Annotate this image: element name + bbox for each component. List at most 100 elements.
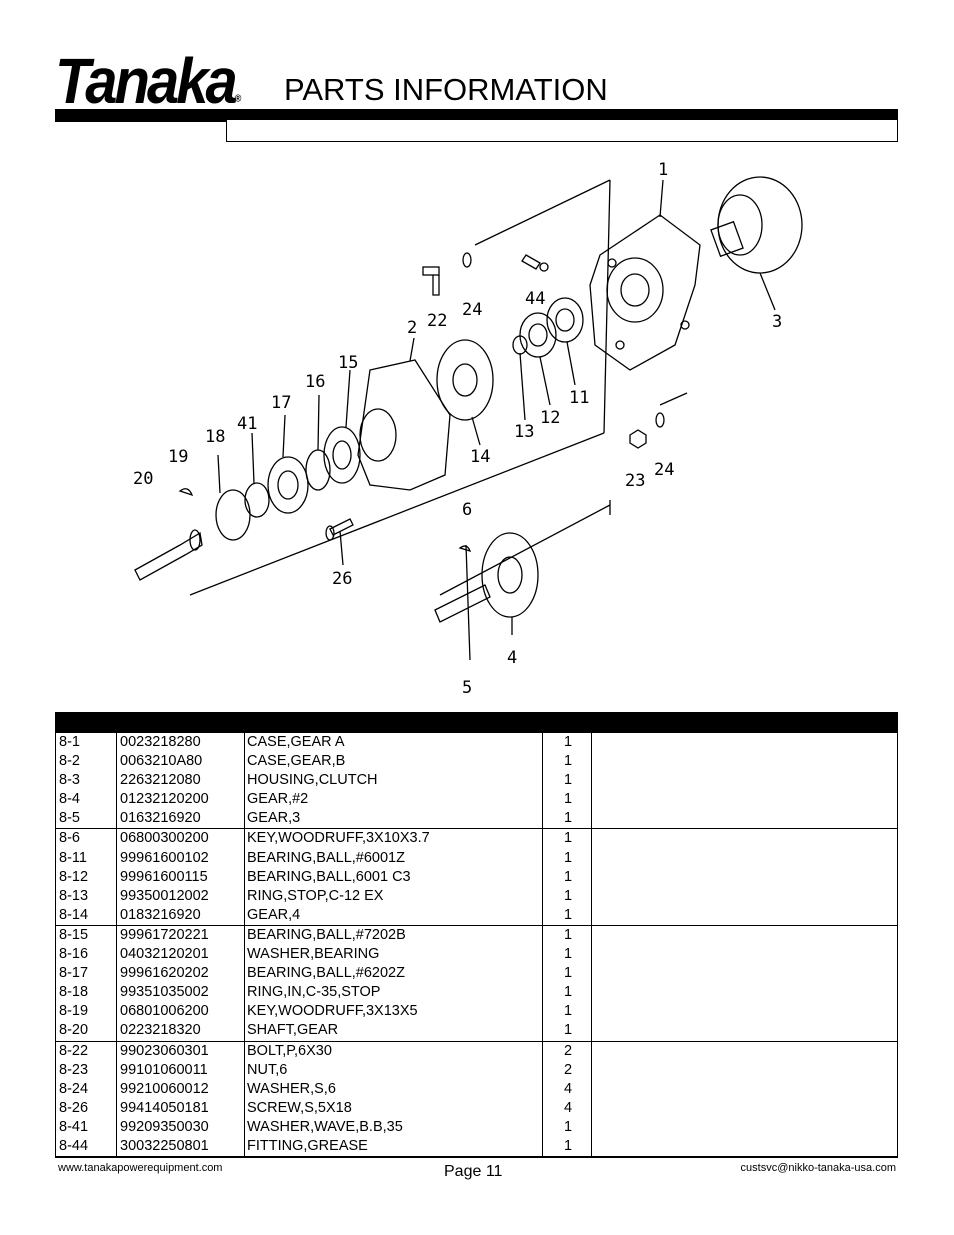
- table-row: 8-14 0183216920 GEAR,4 1: [56, 906, 897, 925]
- callout-18: 18: [205, 427, 225, 447]
- quantity-cell: 1: [564, 887, 573, 904]
- description-cell: WASHER,BEARING: [247, 946, 380, 963]
- ref-cell: 8-5: [59, 810, 80, 827]
- quantity-cell: 1: [564, 772, 573, 789]
- part-number-cell: 99023060301: [120, 1042, 209, 1059]
- page-number: Page 11: [444, 1163, 503, 1180]
- column-divider: [591, 733, 592, 1158]
- callout-24-bottom: 24: [654, 460, 674, 480]
- callout-2: 2: [407, 318, 417, 338]
- ref-cell: 8-17: [59, 965, 89, 982]
- quantity-cell: 1: [564, 906, 573, 923]
- callout-20: 20: [133, 469, 153, 489]
- ref-cell: 8-2: [59, 753, 80, 770]
- callout-16: 16: [305, 372, 325, 392]
- column-divider: [116, 733, 117, 1158]
- ref-cell: 8-14: [59, 906, 89, 923]
- part-number-cell: 99209350030: [120, 1118, 209, 1135]
- callout-3: 3: [772, 312, 782, 332]
- ref-cell: 8-18: [59, 984, 89, 1001]
- ref-cell: 8-26: [59, 1099, 89, 1116]
- ref-cell: 8-11: [59, 849, 87, 866]
- quantity-cell: 1: [564, 810, 573, 827]
- description-cell: GEAR,3: [247, 810, 301, 827]
- quantity-cell: 2: [564, 1042, 573, 1059]
- description-cell: RING,IN,C-35,STOP: [247, 984, 381, 1001]
- quantity-cell: 1: [564, 926, 573, 943]
- header-rule-tab: [55, 109, 227, 122]
- description-cell: CASE,GEAR A: [247, 734, 345, 750]
- ref-cell: 8-22: [59, 1042, 89, 1059]
- description-cell: BEARING,BALL,#7202B: [247, 926, 406, 943]
- quantity-cell: 1: [564, 1137, 573, 1154]
- part-number-cell: 99350012002: [120, 887, 209, 904]
- description-cell: RING,STOP,C-12 EX: [247, 887, 384, 904]
- column-divider: [244, 733, 245, 1158]
- ref-cell: 8-23: [59, 1061, 89, 1078]
- callout-17: 17: [271, 393, 291, 413]
- part-number-cell: 0183216920: [120, 906, 201, 923]
- part-number-cell: 2263212080: [120, 772, 201, 789]
- description-cell: BOLT,P,6X30: [247, 1042, 332, 1059]
- description-cell: KEY,WOODRUFF,3X10X3.7: [247, 830, 430, 847]
- quantity-cell: 1: [564, 1022, 573, 1039]
- part-number-cell: 06800300200: [120, 830, 209, 847]
- quantity-cell: 1: [564, 868, 573, 885]
- callout-41: 41: [237, 414, 257, 434]
- quantity-cell: 2: [564, 1061, 573, 1078]
- part-number-cell: 99351035002: [120, 984, 209, 1001]
- description-cell: BEARING,BALL,#6001Z: [247, 849, 405, 866]
- quantity-cell: 1: [564, 965, 573, 982]
- part-number-cell: 99210060012: [120, 1080, 209, 1097]
- ref-cell: 8-44: [59, 1137, 89, 1154]
- description-cell: BEARING,BALL,#6202Z: [247, 965, 405, 982]
- part-number-cell: 99414050181: [120, 1099, 209, 1116]
- part-number-cell: 99961600102: [120, 849, 209, 866]
- callout-22: 22: [427, 311, 447, 331]
- callout-13: 13: [514, 422, 534, 442]
- quantity-cell: 1: [564, 1003, 573, 1020]
- quantity-cell: 4: [564, 1080, 573, 1097]
- description-cell: BEARING,BALL,6001 C3: [247, 868, 411, 885]
- callout-26: 26: [332, 569, 352, 589]
- table-row: 8-13 99350012002 RING,STOP,C-12 EX 1: [56, 887, 897, 906]
- description-cell: HOUSING,CLUTCH: [247, 772, 378, 789]
- callout-24-top: 24: [462, 300, 482, 320]
- quantity-cell: 1: [564, 753, 573, 770]
- callout-19: 19: [168, 447, 188, 467]
- page-title: PARTS INFORMATION: [284, 72, 608, 107]
- footer-email: custsvc@nikko-tanaka-usa.com: [740, 1162, 896, 1174]
- part-number-cell: 0163216920: [120, 810, 201, 827]
- table-row: 8-22 99023060301 BOLT,P,6X30 2: [56, 1042, 897, 1061]
- callout-11: 11: [569, 388, 589, 408]
- tanaka-logo: Tanaka®: [55, 45, 242, 118]
- table-row: 8-5 0163216920 GEAR,3 1: [56, 809, 897, 828]
- description-cell: KEY,WOODRUFF,3X13X5: [247, 1003, 418, 1020]
- callout-14: 14: [470, 447, 490, 467]
- callout-4: 4: [507, 648, 517, 668]
- description-cell: WASHER,S,6: [247, 1080, 336, 1097]
- header-rule: [55, 109, 898, 120]
- description-cell: GEAR,4: [247, 906, 301, 923]
- part-number-cell: 30032250801: [120, 1137, 209, 1154]
- ref-cell: 8-13: [59, 887, 89, 904]
- ref-cell: 8-20: [59, 1022, 89, 1039]
- part-number-cell: 0063210A80: [120, 753, 203, 770]
- description-cell: SHAFT,GEAR: [247, 1022, 339, 1039]
- quantity-cell: 1: [564, 791, 573, 808]
- ref-cell: 8-1: [59, 734, 80, 750]
